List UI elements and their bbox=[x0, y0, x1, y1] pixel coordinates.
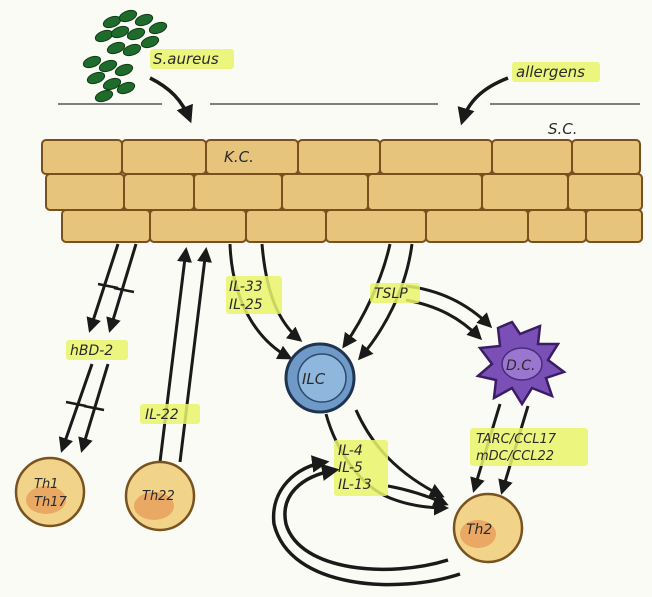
il22-arrows bbox=[160, 250, 206, 462]
s-aureus-label: S.aureus bbox=[150, 49, 234, 69]
il22-label: IL-22 bbox=[140, 404, 200, 424]
tslp-label: TSLP bbox=[370, 283, 420, 303]
svg-text:S.aureus: S.aureus bbox=[153, 50, 219, 68]
il4-il5-il13-label: IL-4 IL-5 IL-13 bbox=[334, 440, 388, 496]
svg-text:IL-25: IL-25 bbox=[229, 297, 263, 313]
hbd2-label: hBD-2 bbox=[66, 340, 128, 360]
dendritic-cell: D.C. bbox=[478, 322, 564, 404]
svg-text:Th17: Th17 bbox=[34, 495, 67, 510]
svg-text:mDC/CCL22: mDC/CCL22 bbox=[476, 449, 554, 464]
keratinocyte-layer bbox=[42, 140, 642, 242]
s-aureus-arrow bbox=[150, 78, 190, 120]
svg-text:IL-13: IL-13 bbox=[338, 477, 372, 493]
svg-text:D.C.: D.C. bbox=[506, 358, 535, 374]
th1-th17-cell: Th1 Th17 bbox=[16, 458, 84, 526]
svg-text:hBD-2: hBD-2 bbox=[70, 343, 113, 359]
svg-text:ILC: ILC bbox=[302, 370, 326, 388]
svg-text:allergens: allergens bbox=[516, 63, 585, 81]
svg-text:TARC/CCL17: TARC/CCL17 bbox=[476, 432, 557, 447]
svg-text:Th22: Th22 bbox=[142, 489, 175, 504]
svg-text:Th2: Th2 bbox=[466, 522, 492, 538]
allergens-label: allergens bbox=[512, 62, 600, 82]
svg-text:IL-22: IL-22 bbox=[145, 407, 179, 423]
tarc-mdc-label: TARC/CCL17 mDC/CCL22 bbox=[470, 428, 588, 466]
svg-text:TSLP: TSLP bbox=[374, 286, 408, 302]
svg-text:IL-33: IL-33 bbox=[229, 279, 263, 295]
svg-text:IL-5: IL-5 bbox=[338, 460, 363, 476]
svg-text:IL-4: IL-4 bbox=[338, 443, 363, 459]
th2-cell: Th2 bbox=[454, 494, 522, 562]
th22-cell: Th22 bbox=[126, 462, 194, 530]
sc-label: S.C. bbox=[548, 120, 578, 138]
svg-text:Th1: Th1 bbox=[34, 477, 58, 492]
allergens-arrow bbox=[462, 78, 508, 122]
ilc-cell: ILC bbox=[286, 344, 354, 412]
il33-il25-label: IL-33 IL-25 bbox=[226, 276, 282, 314]
kc-label: K.C. bbox=[224, 148, 254, 166]
